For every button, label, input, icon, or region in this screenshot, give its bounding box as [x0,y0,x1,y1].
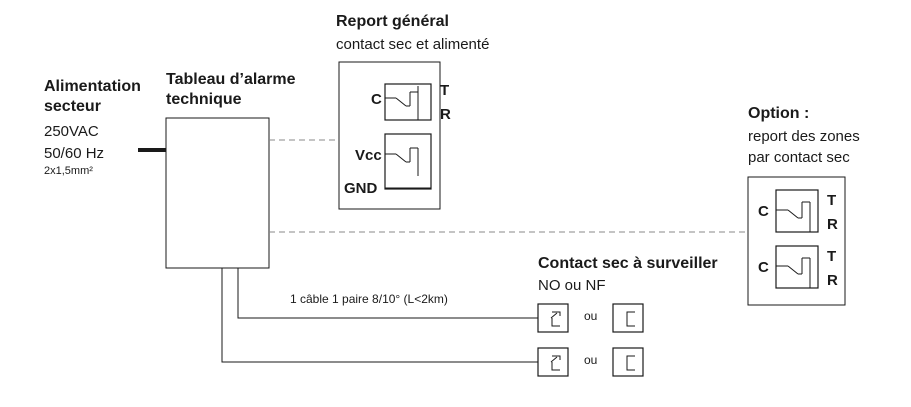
report-vcc-label: Vcc [355,147,382,164]
power-frequency: 50/60 Hz [44,145,105,162]
report-gnd-label: GND [344,180,378,197]
option-subtitle-line1: report des zones [748,128,860,145]
power-title-line1: Alimentation [44,78,141,95]
option-relay2-c: C [758,259,769,276]
option-relay-1 [775,189,819,233]
cable-label: 1 câble 1 paire 8/10° (L<2km) [290,292,448,306]
contacts-title: Contact sec à surveiller [538,255,718,272]
power-cable: 2x1,5mm² [44,165,93,177]
panel-title-line2: technique [166,91,242,108]
wire-contact-2 [221,268,538,363]
option-relay1-r: R [827,216,838,233]
power-voltage: 250VAC [44,123,99,140]
report-r-label: R [440,106,451,123]
report-subtitle: contact sec et alimenté [336,36,490,53]
contacts-subtitle: NO ou NF [538,277,606,294]
report-box [338,61,441,210]
option-box [747,176,846,306]
contact-nf-1 [612,303,644,333]
option-subtitle-line2: par contact sec [748,149,850,166]
option-title: Option : [748,105,810,122]
power-title-line2: secteur [44,98,101,115]
contact-no-2 [537,347,569,377]
contact-nf-2 [612,347,644,377]
report-t-label: T [440,82,450,99]
panel-title-line1: Tableau d’alarme [166,71,296,88]
report-relay-vcc [384,133,432,190]
contact-no-1 [537,303,569,333]
ou-label-1: ou [584,309,598,323]
option-relay1-t: T [827,192,837,209]
option-relay-2 [775,245,819,289]
option-relay2-t: T [827,248,837,265]
report-title: Report général [336,13,449,30]
option-relay2-r: R [827,272,838,289]
option-relay1-c: C [758,203,769,220]
report-relay-ctr [384,83,432,121]
report-c-label: C [371,91,382,108]
alarm-panel-box [165,117,270,269]
wire-contact-1 [237,268,538,319]
ou-label-2: ou [584,353,598,367]
